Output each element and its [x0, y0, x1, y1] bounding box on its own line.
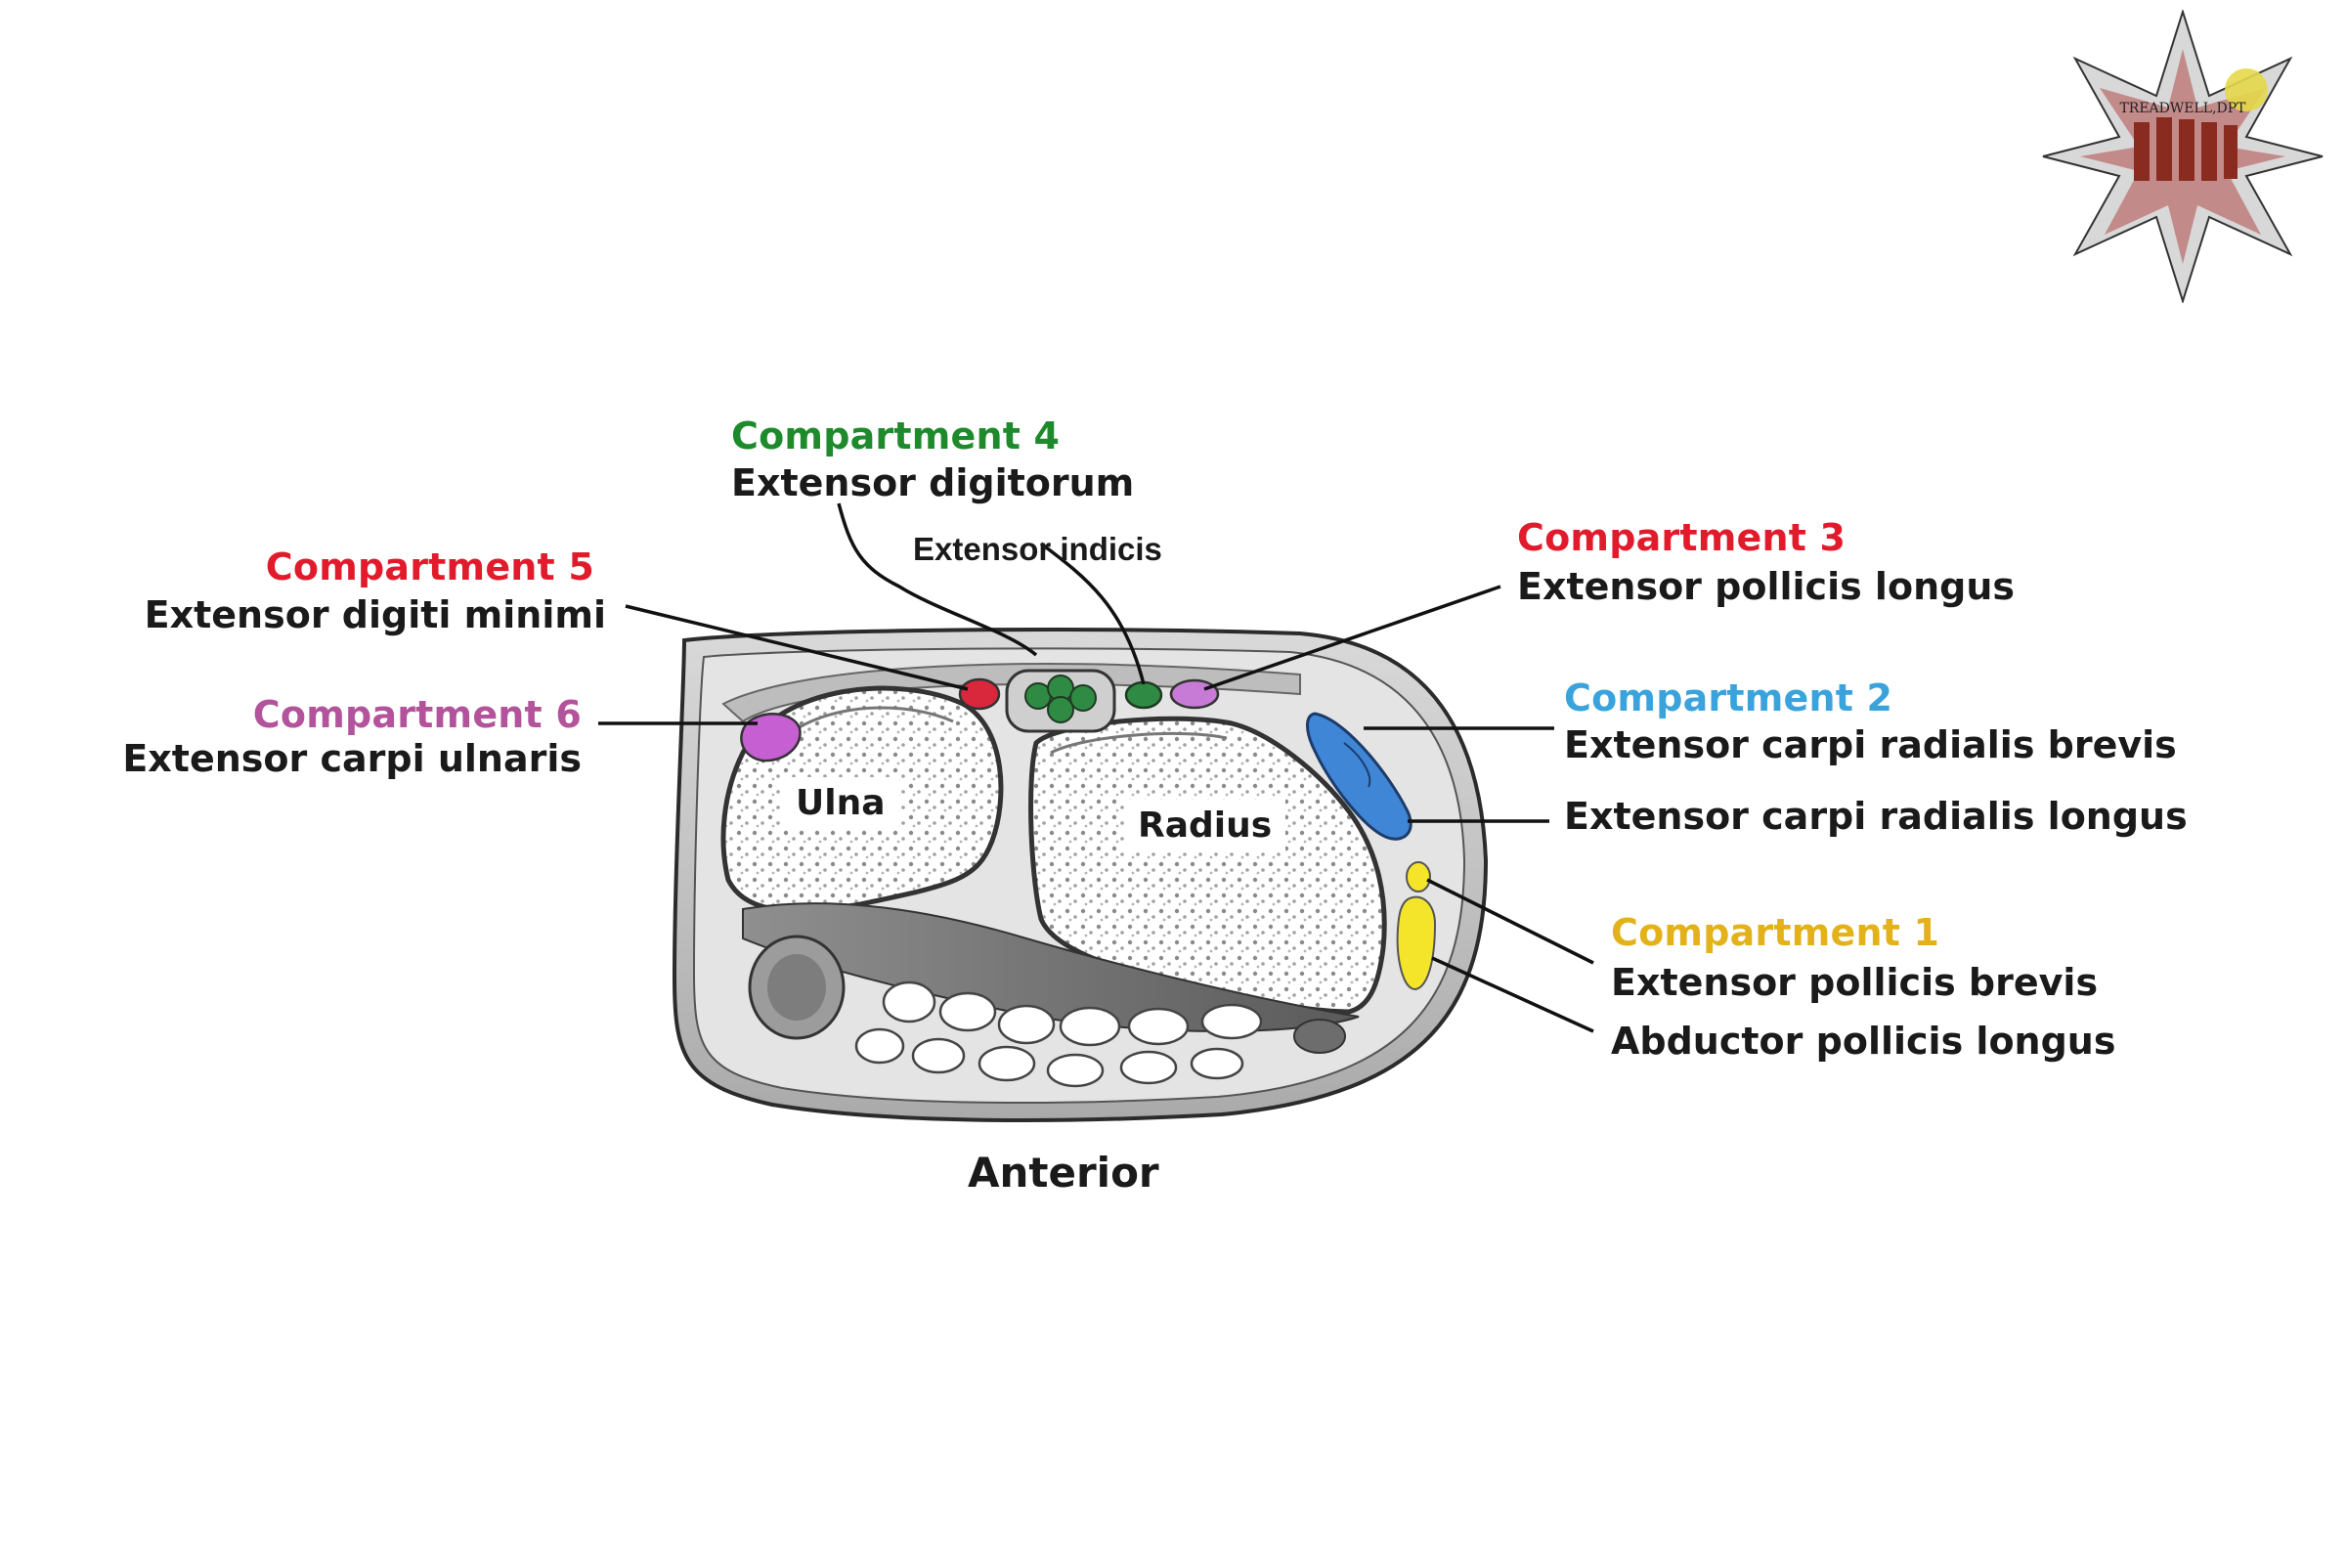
extensor-digitorum-label: Extensor digitorum: [731, 461, 1135, 504]
compartment-6-tendon: [740, 713, 802, 762]
radial-artery: [1293, 1019, 1346, 1054]
extensor-pollicis-longus-label: Extensor pollicis longus: [1517, 565, 2015, 608]
compartment-5-tendon: [958, 677, 1001, 711]
ulna-label: Ulna: [782, 777, 899, 829]
extensor-indicis-tendon: [1124, 680, 1163, 710]
extensor-digiti-minimi-label: Extensor digiti minimi: [144, 593, 606, 636]
leader-lines: [598, 502, 1594, 1033]
compartment-4-title: Compartment 4: [731, 414, 1061, 457]
extensor-digitorum-tendons: [1024, 675, 1097, 723]
compartment-1-epb-tendon: [1406, 861, 1431, 893]
radius-label: Radius: [1124, 800, 1286, 851]
extensor-carpi-radialis-longus-label: Extensor carpi radialis longus: [1564, 795, 2188, 838]
compartment-3-tendon: [1169, 678, 1220, 710]
extensor-carpi-radialis-brevis-label: Extensor carpi radialis brevis: [1564, 723, 2177, 766]
compartment-1-apl-tendon: [1396, 895, 1437, 991]
anterior-label: Anterior: [968, 1149, 1159, 1197]
radius-cortex-line: [1050, 731, 1228, 755]
compartment-1-title: Compartment 1: [1611, 911, 1940, 954]
extensor-indicis-label: Extensor indicis: [913, 531, 1162, 567]
star-badge-icon: TREADWELL,DPT: [2042, 8, 2324, 305]
radius-bone: [1028, 716, 1387, 1015]
compartment-3-title: Compartment 3: [1517, 516, 1846, 559]
ulnar-neurovascular-bundle: [748, 935, 846, 1040]
compartment-2-divider: [1343, 742, 1371, 788]
compartment-2-title: Compartment 2: [1564, 676, 1893, 719]
compartment-5-title: Compartment 5: [265, 545, 594, 588]
abductor-pollicis-longus-label: Abductor pollicis longus: [1611, 1020, 2116, 1063]
logo-text: TREADWELL,DPT: [2119, 101, 2246, 116]
extensor-pollicis-brevis-label: Extensor pollicis brevis: [1611, 961, 2099, 1004]
extensor-carpi-ulnaris-label: Extensor carpi ulnaris: [122, 737, 582, 780]
compartment-6-title: Compartment 6: [252, 693, 582, 736]
logo-badge: TREADWELL,DPT: [2041, 8, 2324, 305]
compartment-2-tendons: [1306, 712, 1412, 841]
flexor-tendon-group: [854, 980, 1263, 1088]
